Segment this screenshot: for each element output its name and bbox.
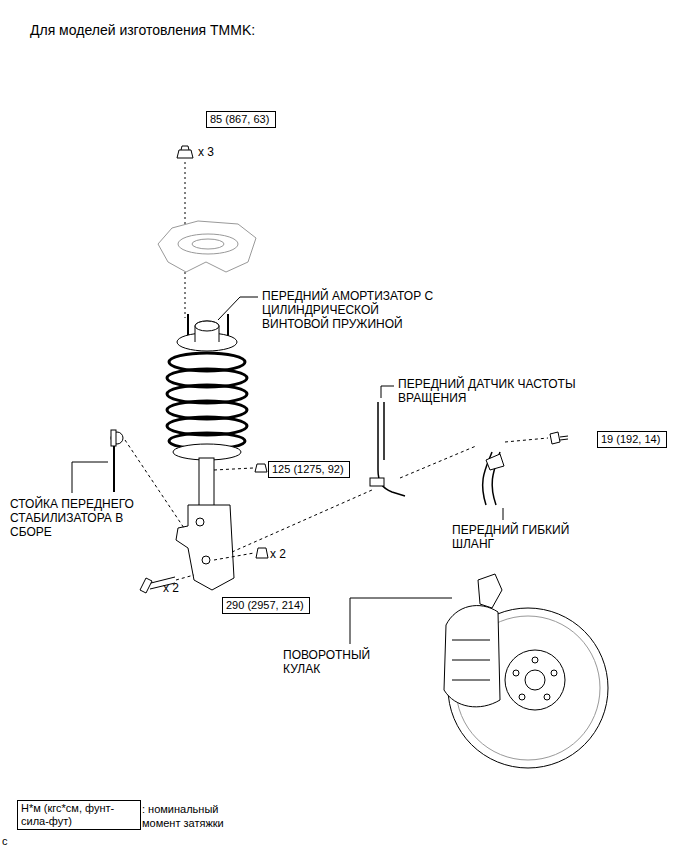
part-name: ПЕРЕДНИЙ ГИБКИЙ ШЛАНГ — [452, 523, 582, 551]
quantity-mark: c — [2, 834, 8, 848]
assembly-line — [214, 468, 253, 470]
leader-line — [72, 462, 108, 493]
support-plate — [158, 221, 256, 272]
part-name: : номинальный момент затяжки — [142, 802, 252, 830]
nut-symbol — [256, 548, 268, 558]
support-plate-hole — [192, 239, 224, 249]
assembly-line — [125, 440, 184, 528]
mount-top — [195, 321, 219, 331]
quantity-mark: x 2 — [270, 547, 286, 561]
torque-value: 85 (867, 63) — [210, 113, 269, 126]
leader-line — [503, 508, 504, 520]
caliper-detail — [452, 640, 490, 680]
assembly-line — [176, 553, 254, 580]
sensor-clamp — [370, 478, 384, 486]
part-name: ПЕРЕДНИЙ АМОРТИЗАТОР С ЦИЛИНДРИЧЕСКОЙ ВИ… — [262, 289, 444, 331]
torque-value: 19 (192, 14) — [601, 433, 660, 446]
quantity-mark: x 3 — [198, 145, 214, 159]
torque-box: 290 (2957, 214) — [222, 597, 310, 614]
hose-bracket — [486, 454, 504, 470]
stabilizer-rod — [113, 446, 115, 492]
wheel-stud — [513, 657, 557, 700]
title: Для моделей изготовления TMMK: — [30, 22, 255, 38]
torque-box: 85 (867, 63) — [206, 111, 276, 128]
brake-caliper — [444, 606, 500, 707]
bolt-hole — [196, 518, 204, 526]
bolt-hole — [202, 556, 210, 564]
nut-symbol — [255, 464, 267, 472]
part-name: ПОВОРОТНЫЙ КУЛАК — [283, 648, 383, 676]
torque-value: Н*м (кгс*см, фунт-сила-фут) — [21, 802, 137, 828]
torque-value: 290 (2957, 214) — [226, 599, 304, 612]
leader-line — [218, 297, 258, 320]
hub-center — [525, 670, 545, 690]
hub — [505, 650, 565, 710]
coil-spring — [167, 353, 247, 449]
ball-joint-stud — [111, 430, 116, 446]
torque-box: 125 (1275, 92) — [268, 461, 350, 478]
torque-box: 19 (192, 14) — [597, 431, 667, 448]
torque-value: 125 (1275, 92) — [272, 463, 344, 476]
sensor-wire — [383, 402, 385, 460]
support-plate-ring — [178, 234, 238, 254]
strut-bracket — [176, 505, 234, 590]
part-name: ПЕРЕДНИЙ ДАТЧИК ЧАСТОТЫ ВРАЩЕНИЯ — [398, 377, 608, 405]
legend-box: Н*м (кгс*см, фунт-сила-фут) — [17, 800, 141, 830]
part-name: СТОЙКА ПЕРЕДНЕГО СТАБИЛИЗАТОРА В СБОРЕ — [10, 497, 146, 539]
quantity-mark: x 2 — [163, 581, 179, 595]
knuckle-arm — [478, 574, 502, 608]
nut-symbol — [177, 146, 193, 158]
mount-cap — [195, 321, 219, 342]
leader-line — [350, 598, 452, 644]
bolt-symbol — [550, 432, 568, 444]
leader-line — [381, 386, 394, 398]
